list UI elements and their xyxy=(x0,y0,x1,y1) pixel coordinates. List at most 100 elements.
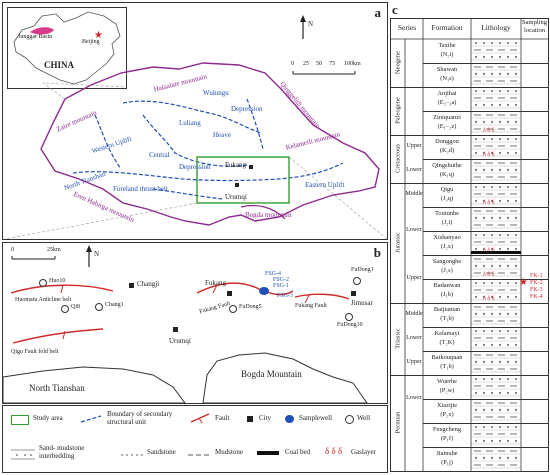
legend-city: City xyxy=(259,414,272,422)
inset-basin-label: Junggar Basin xyxy=(18,34,53,40)
formation-row xyxy=(423,351,548,352)
formation-row xyxy=(423,111,548,112)
formation-code: (E₁₋₂z) xyxy=(437,123,457,130)
formation-code: (E₂₋₃a) xyxy=(437,99,457,106)
formation-name: Sangonghe xyxy=(432,258,462,265)
legend-well: Well xyxy=(357,414,371,422)
city-label-urumqi-a: Urumqi xyxy=(225,193,247,201)
series-label: Upper xyxy=(406,275,422,281)
lithology-pattern xyxy=(471,450,521,469)
city-marker-urumqi-b xyxy=(173,327,178,332)
formation-code: (N₁s) xyxy=(440,75,454,82)
unit-foreland-thrust: Foreland thrust belt xyxy=(113,185,168,193)
lithology-pattern xyxy=(471,210,521,229)
scale-bar-a: 0 25 50 75 100km xyxy=(291,61,381,83)
formation-row xyxy=(423,423,548,424)
formation-code: (P₁f) xyxy=(440,435,454,442)
lithology-pattern: δ δ δ xyxy=(471,234,521,254)
formation-name: Badanwan xyxy=(433,282,461,289)
system-label: Neogene xyxy=(394,50,402,75)
mountain-bogda: Bogda mountain xyxy=(245,211,292,219)
lithology-pattern xyxy=(471,66,521,85)
series-label: Lower xyxy=(406,167,422,173)
well-label-qi8: Qi8 xyxy=(71,304,80,310)
city-marker-urumqi-a xyxy=(235,183,239,187)
sample-fk1: FK-1 xyxy=(530,273,543,279)
capital-star-icon: ★ xyxy=(94,30,103,41)
lithology-pattern: δ δ δ xyxy=(471,114,521,134)
formation-row xyxy=(423,471,548,472)
formation-code: (P₁j) xyxy=(441,459,453,466)
unit-central: Central xyxy=(149,151,170,159)
system-divider xyxy=(391,303,423,304)
unit-wulungu: Wulungu xyxy=(203,89,229,97)
samplewell-fsg4: FSG-4 xyxy=(265,271,282,277)
formation-name: Xiazijie xyxy=(436,402,458,409)
panel-a-letter: a xyxy=(374,5,382,20)
inset-china-outline xyxy=(13,11,121,85)
formation-row xyxy=(423,279,548,280)
series-label: Middle xyxy=(405,191,423,197)
north-arrow-b: N xyxy=(83,245,103,269)
formation-code: (J₂t) xyxy=(441,219,453,226)
formation-row xyxy=(423,135,548,136)
lithology-pattern: δ δ δ xyxy=(471,282,521,302)
unit-luliang: Luliang xyxy=(179,119,201,127)
city-icon xyxy=(247,416,253,422)
strat-table: Series Formation Lithology Sampling loca… xyxy=(390,18,549,472)
city-marker-jimusar xyxy=(351,291,356,296)
scale-tick-1: 25 xyxy=(303,61,309,67)
header-formation: Formation xyxy=(431,23,463,32)
formation-name: Toutunhe xyxy=(434,210,460,217)
samplewell-fsg1: FSG-1 xyxy=(273,283,290,289)
inset-country-label: CHINA xyxy=(44,60,75,70)
formation-row xyxy=(423,327,548,328)
system-divider xyxy=(391,135,423,136)
scale-b-tick-1: 25km xyxy=(47,247,61,253)
legend-samplewell: Samplewell xyxy=(299,414,333,422)
sample-star-icon: ★ xyxy=(519,277,528,288)
formation-row xyxy=(423,303,548,304)
sample-fk2: FK-2 xyxy=(530,280,543,286)
lithology-pattern xyxy=(471,354,521,373)
samplewell-icon xyxy=(285,415,294,423)
header-series: Series xyxy=(397,23,417,32)
formation-name: Wuerhe xyxy=(437,378,457,385)
formation-name: Shawan xyxy=(436,66,458,73)
well-marker-qi8 xyxy=(61,305,69,313)
city-label-changji: Changji xyxy=(137,280,160,288)
city-label-fukang-b: Fukang xyxy=(205,279,226,287)
samplewell-fsg3: FSG-3 xyxy=(277,293,294,299)
formation-code: (K₂d) xyxy=(439,147,455,154)
sandstone-icon xyxy=(121,454,143,456)
formation-name: Jiamuhe xyxy=(436,450,458,457)
legend-sand-mud: Sand- mudstone interbedding xyxy=(39,444,85,460)
svg-text:δ δ δ: δ δ δ xyxy=(483,272,495,278)
formation-row xyxy=(423,87,548,88)
series-label: Lower xyxy=(406,335,422,341)
system-divider xyxy=(391,87,423,88)
city-label-fukang-a: Fukang xyxy=(225,161,246,169)
study-area-swatch xyxy=(11,415,29,425)
study-area-map xyxy=(3,282,368,403)
inset-capital-label: Beijing xyxy=(82,39,100,45)
formation-row xyxy=(423,183,548,184)
lithology-pattern xyxy=(471,330,521,349)
formation-code: (T₂K) xyxy=(439,339,455,346)
well-label-huo10: Huo10 xyxy=(49,278,66,284)
svg-text:δ δ δ: δ δ δ xyxy=(483,152,495,158)
formation-code: (J₁b) xyxy=(440,291,454,298)
formation-name: Qingshuihe xyxy=(432,162,462,169)
well-marker-fudong5 xyxy=(229,305,237,313)
lithology-pattern: δ δ δ xyxy=(471,258,521,278)
legend-study-area: Study area xyxy=(33,414,63,422)
structure-qigu-fault: Qigu Fault fold belt xyxy=(11,349,59,355)
system-divider xyxy=(391,375,423,376)
legend: Study area Boundary of secondary structu… xyxy=(2,405,388,473)
formation-row xyxy=(423,159,548,160)
samplewell-marker xyxy=(259,287,269,295)
lithology-pattern xyxy=(471,42,521,61)
basin-map xyxy=(4,62,387,239)
formation-code: (N₂t) xyxy=(440,51,454,58)
scale-bar-b: 0 25km xyxy=(11,247,71,261)
